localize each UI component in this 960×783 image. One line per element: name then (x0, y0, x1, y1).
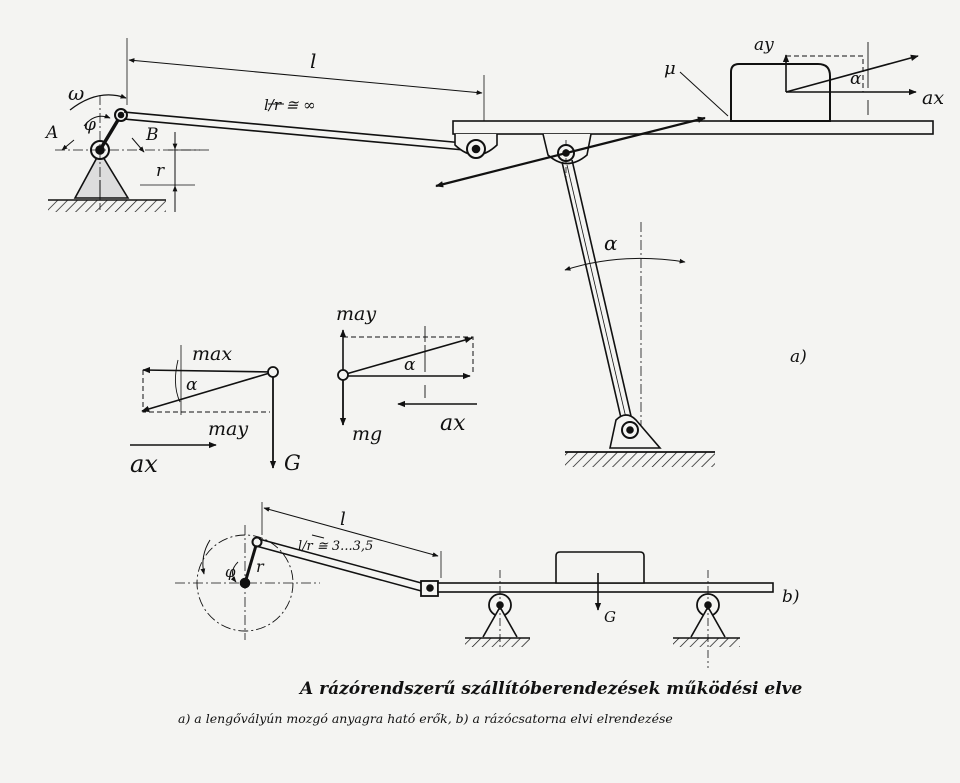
label-r-b: r (256, 557, 265, 576)
connecting-rod-a (123, 38, 485, 152)
force-diagram-left (130, 345, 279, 469)
support-link-a (561, 140, 715, 467)
label-may-left: may (208, 418, 248, 440)
label-alpha-mid: α (404, 355, 416, 375)
diagram-labels: ω φ A B r l l/r ≅ ∞ μ ay ax α α a) max α… (44, 35, 944, 726)
label-mu: μ (664, 58, 676, 79)
label-ax-left: ax (130, 450, 158, 478)
caption-subtitle: a) a lengővályún mozgó anyagra ható erők… (178, 711, 673, 726)
label-ratio-a: l/r ≅ ∞ (264, 96, 316, 114)
label-phi-a: φ (84, 115, 96, 135)
label-G-b: G (604, 608, 616, 626)
label-ratio-b: l/r ≅ 3...3,5 (298, 539, 373, 554)
label-l-b: l (340, 509, 346, 530)
label-omega: ω (68, 81, 84, 105)
crank-assembly-b (175, 502, 442, 640)
crank-assembly-a (48, 93, 210, 212)
label-mg-mid: mg (352, 423, 382, 445)
label-ax-mid: ax (440, 411, 466, 436)
label-may-mid: may (336, 303, 376, 325)
trough-b (437, 551, 774, 668)
label-ay-top: ay (754, 35, 774, 55)
force-diagram-middle (337, 326, 477, 426)
label-max-left: max (192, 343, 232, 365)
label-part-a: a) (790, 347, 807, 367)
material-block-a (679, 42, 919, 122)
label-A: A (44, 123, 58, 143)
label-G-left: G (284, 451, 301, 475)
label-part-b: b) (782, 587, 800, 607)
label-alpha-left: α (186, 375, 198, 395)
label-phi-b: φ (225, 563, 236, 581)
label-r-a: r (156, 161, 165, 181)
label-alpha-rod: α (604, 231, 618, 255)
caption-title: A rázórendszerű szállítóberendezések műk… (298, 679, 803, 699)
label-l-a: l (310, 49, 316, 73)
trough-a (452, 120, 934, 165)
label-ax-top: ax (922, 87, 944, 109)
label-alpha-block: α (850, 69, 862, 89)
label-B: B (145, 125, 159, 145)
